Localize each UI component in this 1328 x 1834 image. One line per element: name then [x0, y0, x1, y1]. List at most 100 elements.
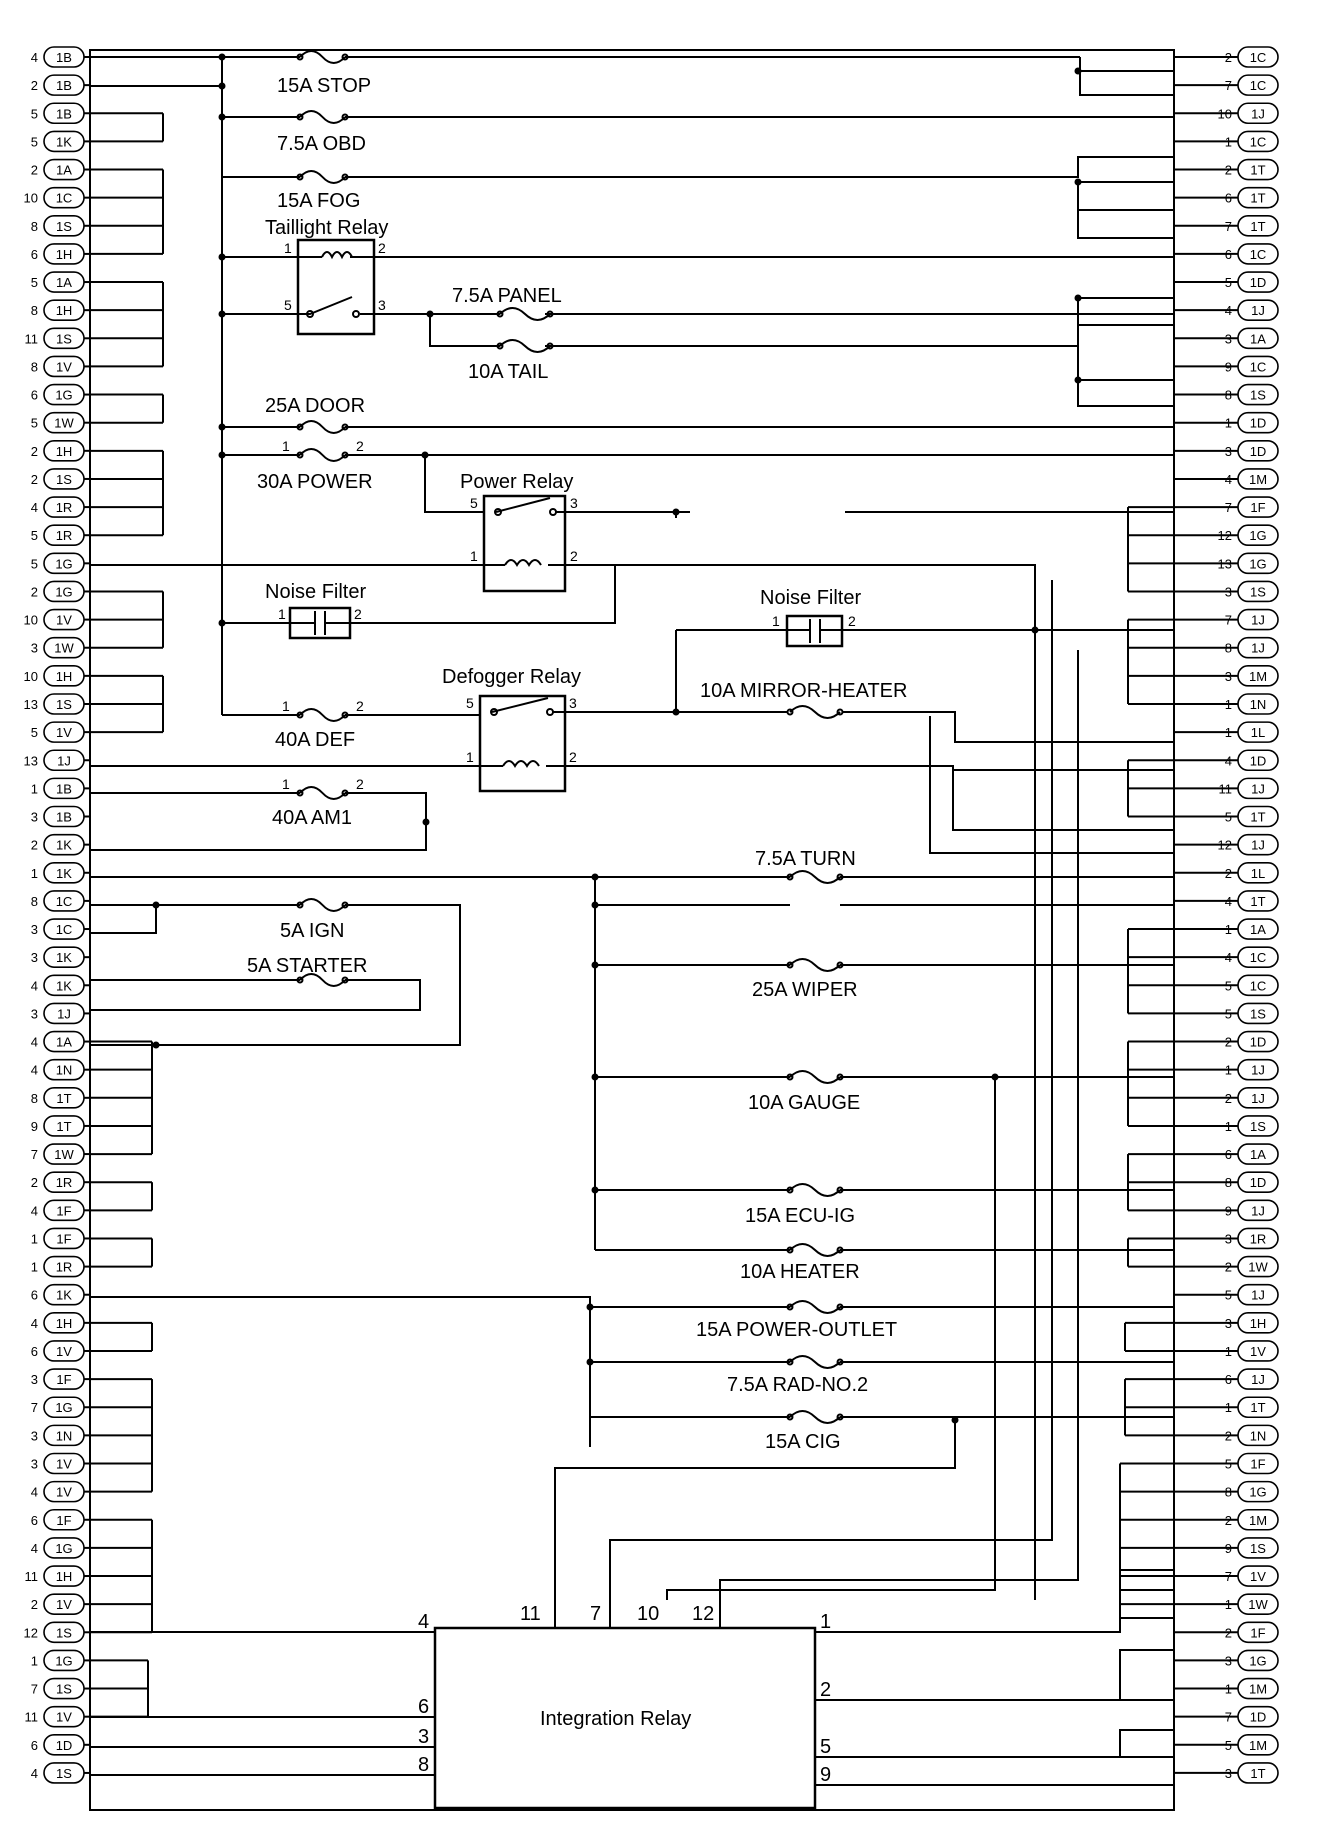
connector-id: 1J: [1251, 1288, 1265, 1303]
ign-fuse-label: 5A IGN: [280, 920, 344, 942]
pin-number: 5: [466, 695, 474, 711]
fog-fuse: 15A FOG: [277, 170, 360, 212]
pin-number: 3: [31, 810, 38, 825]
connector-id: 1R: [1250, 1231, 1267, 1246]
pin-number: 5: [31, 725, 38, 740]
pin-number: 3: [418, 1726, 429, 1748]
pin-number: 7: [31, 1147, 38, 1162]
connector-id: 1G: [1249, 1653, 1266, 1668]
fuse-pin-numbers: 1 2 1 2 1 2: [282, 438, 364, 792]
connector-id: 1J: [57, 753, 71, 768]
connector-id: 1J: [1251, 1372, 1265, 1387]
connector-id: 1G: [55, 388, 72, 403]
connector-id: 1G: [55, 584, 72, 599]
power-relay: Power Relay 5 3 1 2: [460, 471, 578, 593]
fog-fuse-label: 15A FOG: [277, 190, 360, 212]
taillight-relay: Taillight Relay 1 2 5 3: [265, 217, 388, 336]
pin-number: 4: [31, 50, 38, 65]
noise-filter-2-label: Noise Filter: [760, 587, 861, 609]
connector-id: 1G: [1249, 1485, 1266, 1500]
connector-id: 1V: [56, 1344, 72, 1359]
connector-id: 1H: [1250, 1316, 1267, 1331]
connector-id: 1V: [1250, 1344, 1266, 1359]
connector-id: 1H: [56, 669, 73, 684]
connector-pin: 4 1B: [31, 46, 90, 68]
pin-number: 2: [356, 776, 364, 792]
pin-number: 1: [31, 866, 38, 881]
obd-fuse-label: 7.5A OBD: [277, 133, 366, 155]
junction-dots: [152, 53, 1082, 1424]
pin-number: 4: [31, 1485, 38, 1500]
connector-id: 1C: [1250, 950, 1267, 965]
pin-number: 1: [772, 613, 780, 629]
ecu-fuse: 15A ECU-IG: [745, 1183, 855, 1227]
heater-fuse: 10A HEATER: [740, 1243, 860, 1283]
connector-id: 1C: [56, 922, 73, 937]
connector-id: 1A: [1250, 1147, 1266, 1162]
connector-id: 1D: [1250, 444, 1267, 459]
pin-number: 1: [284, 240, 292, 256]
pin-number: 4: [31, 1035, 38, 1050]
pin-number: 5: [31, 106, 38, 121]
connector-id: 1S: [56, 1682, 72, 1697]
pin-number: 3: [31, 1428, 38, 1443]
pin-number: 5: [820, 1736, 831, 1758]
connector-id: 1T: [1250, 163, 1265, 178]
pin-number: 4: [31, 500, 38, 515]
am1-fuse: 40A AM1: [272, 786, 352, 829]
connector-id: 1B: [56, 50, 72, 65]
pin-number: 2: [31, 584, 38, 599]
pin-number: 5: [31, 528, 38, 543]
pin-number: 4: [418, 1611, 429, 1633]
pin-number: 6: [418, 1696, 429, 1718]
pin-number: 3: [570, 495, 578, 511]
pin-number: 1: [31, 1231, 38, 1246]
connector-id: 1J: [57, 1006, 71, 1021]
connector-id: 1N: [56, 1428, 73, 1443]
connector-id: 1S: [1250, 388, 1266, 403]
pin-number: 11: [25, 331, 39, 346]
connector-id: 1T: [1250, 894, 1265, 909]
connector-id: 1T: [1250, 191, 1265, 206]
pin-number: 10: [24, 613, 38, 628]
pin-number: 11: [25, 1569, 39, 1584]
connector-id: 1T: [1250, 1766, 1265, 1781]
connector-id: 1S: [56, 1625, 72, 1640]
pin-number: 4: [31, 1203, 38, 1218]
connector-id: 1R: [56, 500, 73, 515]
connector-id: 1H: [56, 247, 73, 262]
wiper-fuse: 25A WIPER: [752, 958, 858, 1001]
pin-number: 5: [284, 297, 292, 313]
mirror-fuse-label: 10A MIRROR-HEATER: [700, 680, 907, 702]
pin-number: 2: [356, 698, 364, 714]
